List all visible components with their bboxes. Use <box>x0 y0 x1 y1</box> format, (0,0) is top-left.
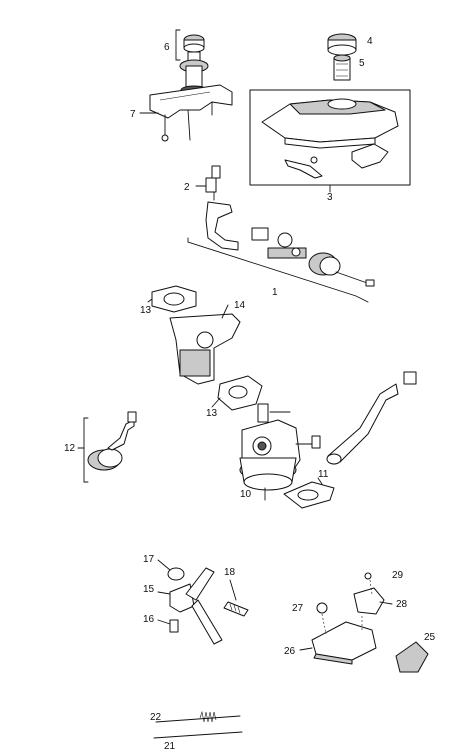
breather-hose <box>326 371 417 465</box>
callout-6: 6 <box>164 42 170 53</box>
fuel-tank-assembly <box>249 33 411 193</box>
control-bracket-assembly <box>299 572 429 673</box>
callout-21: 21 <box>164 741 176 752</box>
callout-7: 7 <box>130 109 136 120</box>
callout-labels: 1 2 3 4 5 6 7 10 11 12 13 13 14 15 16 17… <box>64 36 436 752</box>
callout-25: 25 <box>424 632 436 643</box>
callout-27: 27 <box>292 603 304 614</box>
callout-22: 22 <box>150 712 162 723</box>
tank-guard-assembly <box>139 29 233 142</box>
callout-16: 16 <box>143 614 155 625</box>
callout-14: 14 <box>234 300 246 311</box>
callout-5: 5 <box>359 58 365 69</box>
callout-4: 4 <box>367 36 373 47</box>
callout-12: 12 <box>64 443 76 454</box>
fuel-valve-assembly <box>187 165 375 303</box>
carburetor-assembly <box>239 403 321 501</box>
callout-28: 28 <box>396 599 408 610</box>
callout-18: 18 <box>224 567 236 578</box>
callout-11: 11 <box>318 469 329 480</box>
callout-13a: 13 <box>140 305 152 316</box>
intake-plate-assembly <box>147 285 263 411</box>
callout-10: 10 <box>240 489 252 500</box>
callout-1: 1 <box>272 287 278 298</box>
callout-2: 2 <box>184 182 190 193</box>
callout-29: 29 <box>392 570 404 581</box>
callout-3: 3 <box>327 192 333 203</box>
governor-springs <box>153 710 243 739</box>
callout-13b: 13 <box>206 408 218 419</box>
carb-gasket <box>283 477 335 509</box>
callout-15: 15 <box>143 584 155 595</box>
callout-26: 26 <box>284 646 296 657</box>
fuel-pump-assembly <box>77 411 137 483</box>
throttle-lever-assembly <box>157 559 249 645</box>
callout-17: 17 <box>143 554 155 565</box>
